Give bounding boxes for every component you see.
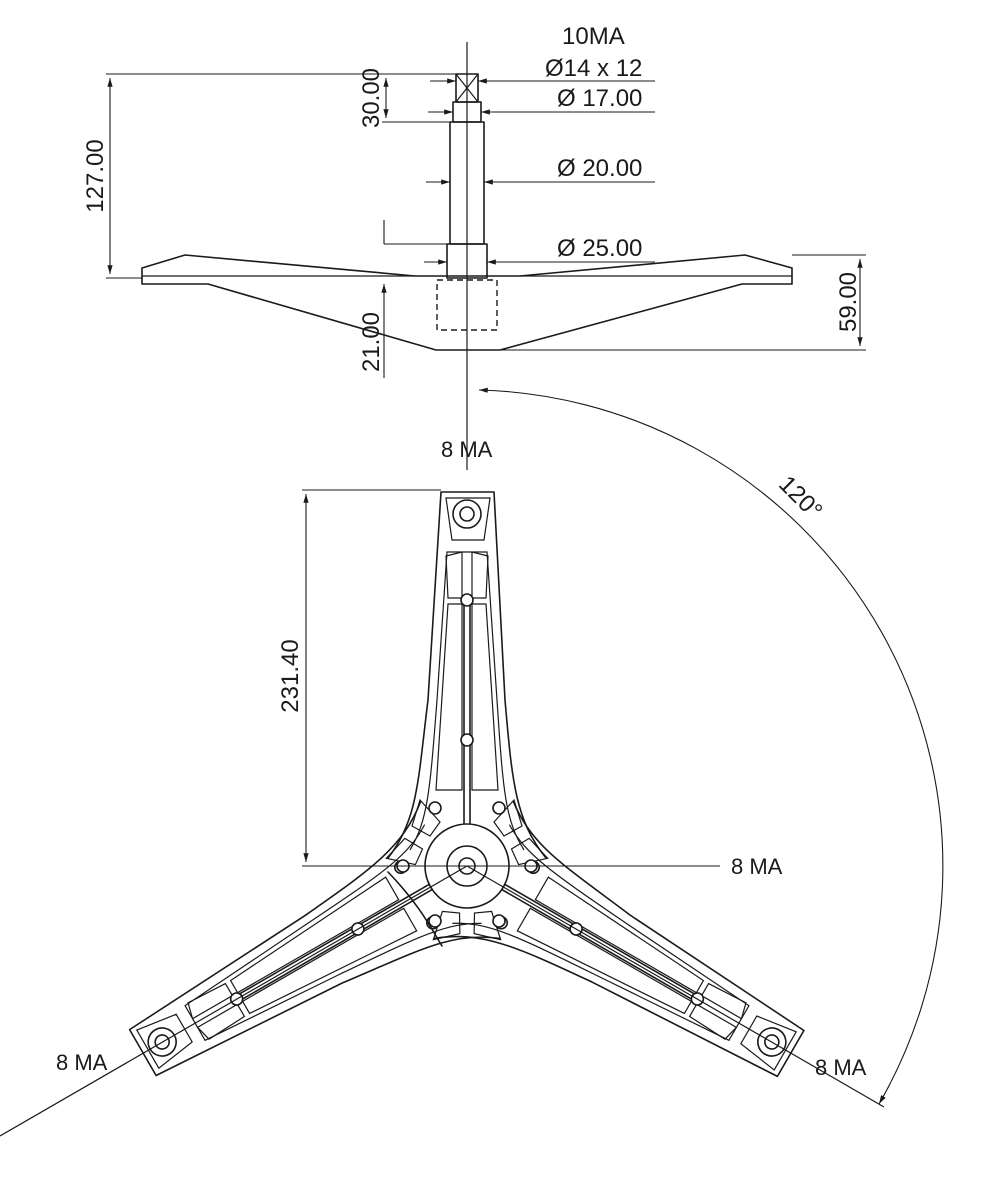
- hidden-bore: [436, 279, 498, 331]
- spider-plan: [102, 491, 832, 1123]
- label-thread-top-arm: 8 MA: [441, 437, 493, 462]
- label-dia-17: Ø 17.00: [557, 85, 642, 112]
- label-square-size: Ø14 x 12: [545, 55, 642, 82]
- top-dimensions: [106, 73, 866, 378]
- label-depth-59: 59.00: [835, 272, 862, 332]
- label-overall-height: 127.00: [82, 139, 109, 212]
- plan-dimensions: [0, 387, 944, 1137]
- label-thread-center: 8 MA: [731, 854, 783, 879]
- label-thread-left-arm: 8 MA: [56, 1050, 108, 1075]
- label-angle: 120°: [773, 471, 827, 525]
- shaft-elevation: [141, 42, 793, 470]
- label-dia-25: Ø 25.00: [557, 235, 642, 262]
- label-thread-right-arm: 8 MA: [815, 1055, 867, 1080]
- label-thread-top: 10MA: [562, 23, 625, 50]
- label-square-height: 30.00: [358, 68, 385, 128]
- label-arm-length: 231.40: [277, 639, 304, 712]
- label-dia-20: Ø 20.00: [557, 155, 642, 182]
- label-depth-21: 21.00: [358, 312, 385, 372]
- arm-top: [387, 491, 547, 859]
